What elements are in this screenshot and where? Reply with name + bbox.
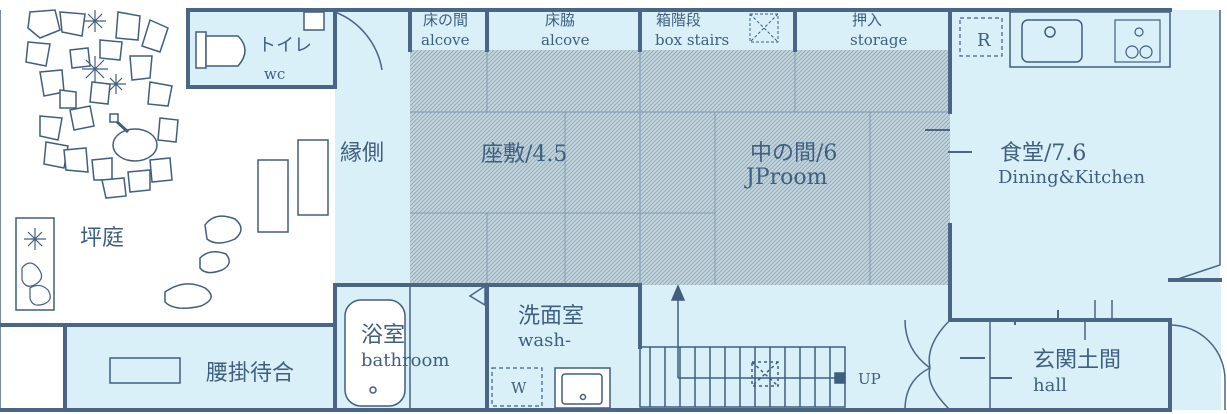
- box-stairs-mark: [749, 13, 779, 43]
- shrub-icon: [21, 10, 126, 306]
- bathtub-icon: [344, 299, 406, 407]
- dining-label-ja: 食堂/7.6: [1000, 141, 1087, 166]
- washer-label: W: [511, 379, 527, 397]
- tokowaki-label-en: alcove: [541, 31, 590, 49]
- tokonoma-label-en: alcove: [421, 31, 470, 49]
- toilet-label-ja: トイレ: [258, 35, 312, 56]
- hall-label-en: hall: [1033, 375, 1067, 396]
- washroom-label-ja: 洗面室: [518, 304, 585, 329]
- toilet-label-en: wc: [264, 65, 286, 83]
- fridge-label: R: [977, 30, 991, 51]
- box-stairs-label-ja: 箱階段: [656, 11, 702, 29]
- thin-lines: [0, 10, 1221, 410]
- zashiki-label: 座敷/4.5: [481, 142, 568, 167]
- stairs-up-label: UP: [858, 370, 881, 388]
- tsukubai-icon: [109, 113, 158, 162]
- garden-label: 坪庭: [80, 226, 125, 251]
- dining-label-en: Dining&Kitchen: [998, 167, 1146, 188]
- washbasin-icon: [554, 367, 611, 409]
- bathroom-label-en: bathroom: [361, 350, 450, 371]
- tatami-floor: [410, 50, 950, 285]
- toilet-icon: [195, 11, 325, 69]
- box-stairs-label-en: box stairs: [655, 31, 730, 49]
- doors: [334, 11, 1226, 411]
- stone-garden-icon: [25, 9, 179, 199]
- washer-icon: [491, 367, 543, 407]
- storage-label-ja: 押入: [852, 11, 883, 29]
- waiting-label: 腰掛待合: [206, 361, 295, 386]
- jproom-label-en: JProom: [746, 165, 828, 190]
- stairs-arrow-icon: [670, 284, 846, 384]
- jproom-label-ja: 中の間/6: [750, 141, 838, 166]
- tokowaki-label-ja: 床脇: [545, 11, 576, 29]
- fridge-icon: [959, 17, 1003, 57]
- tokonoma-label-ja: 床の間: [423, 11, 469, 29]
- hall-label-ja: 玄関土間: [1033, 348, 1122, 373]
- tatami-seams: [410, 50, 950, 285]
- bathroom-label-ja: 浴室: [361, 323, 406, 348]
- bench-icon: [109, 139, 329, 384]
- walls: [0, 8, 1222, 412]
- storage-label-en: storage: [850, 31, 908, 49]
- washroom-label-en: wash-: [518, 330, 572, 351]
- garden-planter: [15, 217, 55, 311]
- engawa-label: 縁側: [340, 141, 385, 166]
- door-ticks: [925, 129, 1059, 379]
- stepping-stones: [164, 215, 242, 309]
- stove-icon: [1114, 19, 1161, 63]
